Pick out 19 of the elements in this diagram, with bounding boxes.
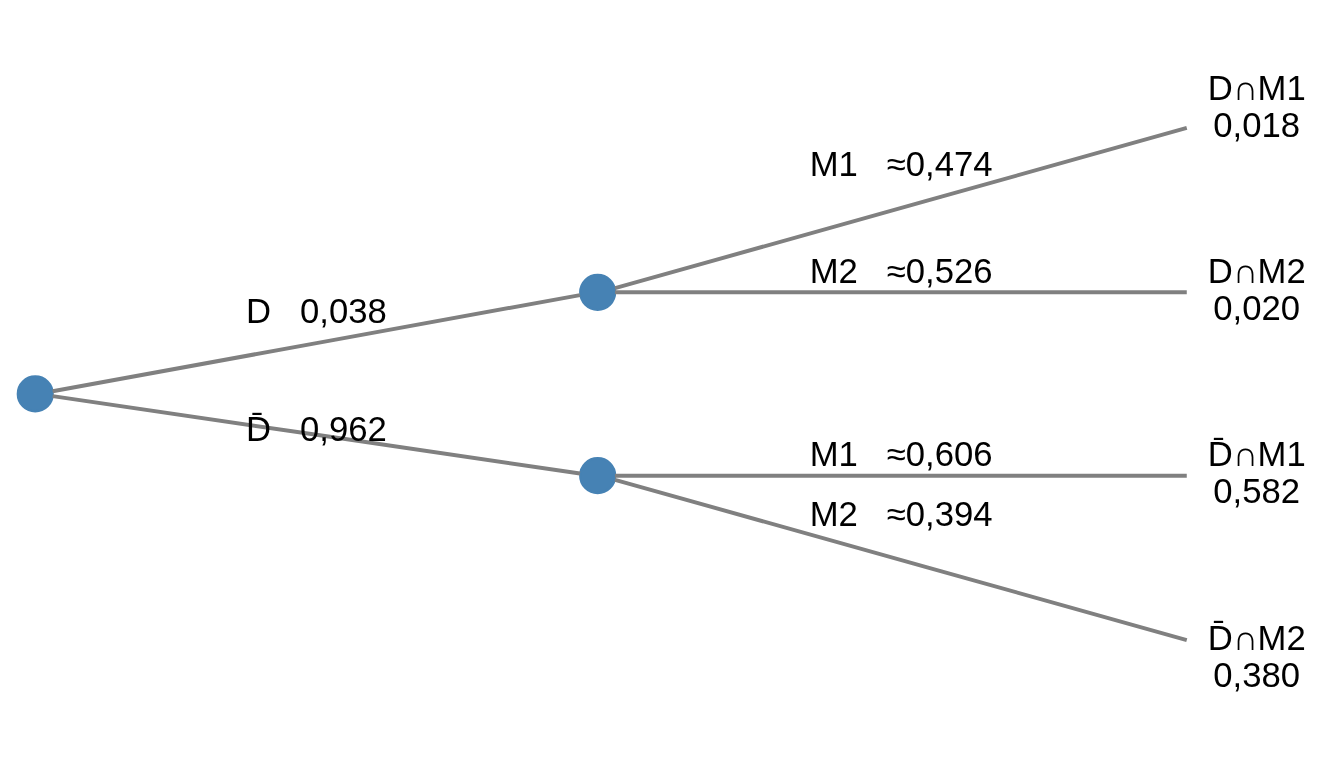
edge-label: D 0,038	[246, 291, 387, 330]
node-circle	[579, 273, 617, 311]
connector	[52, 293, 581, 394]
connector	[615, 290, 1187, 295]
edge-label: D̄ 0,962	[246, 410, 387, 449]
connector	[52, 394, 581, 476]
edge-label: M1 ≈0,474	[809, 145, 993, 184]
node-text: D∩M1 0,018	[1207, 68, 1306, 144]
connector	[614, 477, 1188, 642]
connector	[614, 126, 1188, 291]
node-circle	[16, 375, 54, 413]
node-text: D∩M2 0,020	[1207, 251, 1306, 328]
edge-label: M2 ≈0,526	[809, 251, 993, 290]
node-text: D̄∩M1 0,582	[1207, 435, 1306, 511]
node-circle	[579, 457, 617, 495]
connector	[615, 473, 1187, 478]
edge-label: M1 ≈0,606	[809, 435, 993, 474]
node-text: D̄∩M2 0,380	[1207, 618, 1306, 694]
edge-label: M2 ≈0,394	[809, 494, 993, 533]
